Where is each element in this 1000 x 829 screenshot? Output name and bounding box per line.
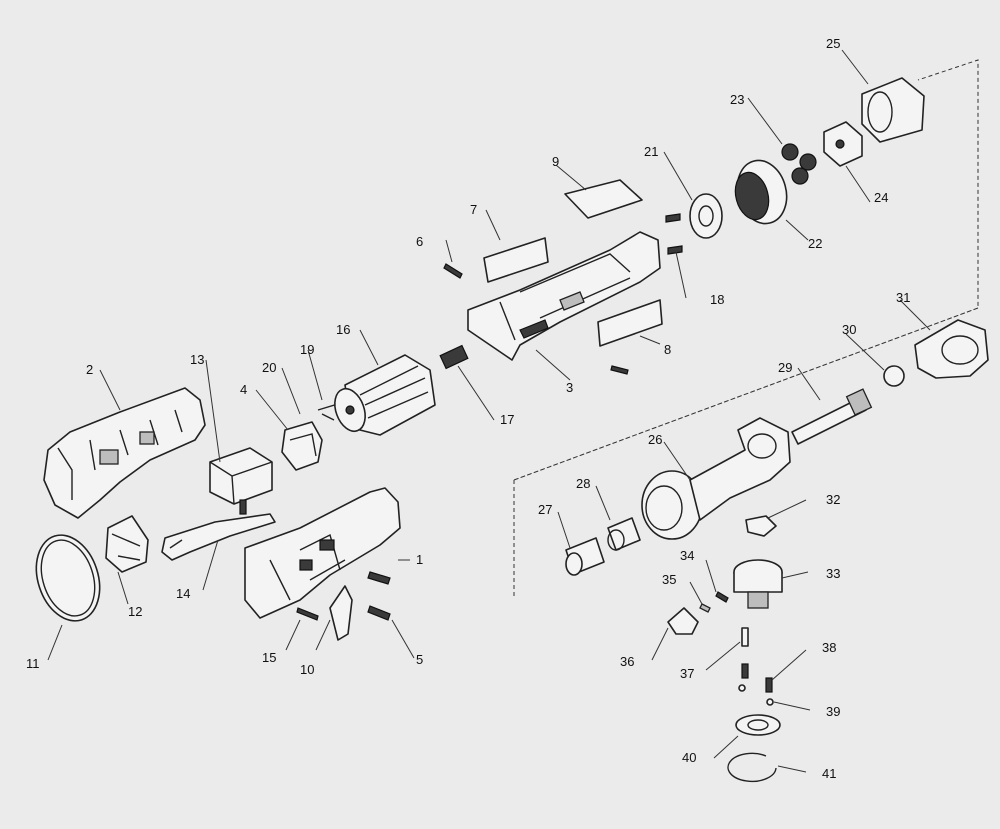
callout-9: 9	[552, 154, 559, 169]
callout-36: 36	[620, 654, 634, 669]
callout-10: 10	[300, 662, 314, 677]
part-12-bracket	[105, 515, 149, 573]
part-37-pin	[741, 627, 749, 647]
part-9-label	[564, 179, 643, 219]
part-39-ball	[738, 684, 746, 692]
callout-2: 2	[86, 362, 93, 377]
part-8-screw	[610, 365, 629, 375]
callout-8: 8	[664, 342, 671, 357]
callout-27: 27	[538, 502, 552, 517]
part-4-clip	[281, 421, 323, 471]
callout-23: 23	[730, 92, 744, 107]
callout-22: 22	[808, 236, 822, 251]
callout-33: 33	[826, 566, 840, 581]
part-38-spring	[741, 663, 749, 679]
callout-39: 39	[826, 704, 840, 719]
part-25-nut	[861, 77, 925, 143]
part-13-switch	[209, 447, 273, 515]
callout-5: 5	[416, 652, 423, 667]
part-27-bushing	[565, 537, 605, 576]
callout-37: 37	[680, 666, 694, 681]
callout-40: 40	[682, 750, 696, 765]
callout-13: 13	[190, 352, 204, 367]
part-41-snap-ring	[727, 752, 777, 783]
part-29-shaft	[791, 388, 873, 445]
leader-lines	[47, 49, 931, 773]
callout-29: 29	[778, 360, 792, 375]
callout-17: 17	[500, 412, 514, 427]
callout-30: 30	[842, 322, 856, 337]
callout-35: 35	[662, 572, 676, 587]
part-16-motor	[334, 354, 436, 436]
part-3-gear-housing	[467, 231, 661, 361]
part-34-spring	[715, 591, 729, 603]
callout-16: 16	[336, 322, 350, 337]
part-21-washer	[689, 193, 723, 239]
callout-1: 1	[416, 552, 423, 567]
part-1-front-housing	[244, 487, 401, 619]
part-33-anvil	[733, 559, 783, 609]
callout-34: 34	[680, 548, 694, 563]
callout-21: 21	[644, 144, 658, 159]
part-32-pawl	[745, 515, 777, 537]
assembly-boundary	[513, 59, 979, 598]
part-24-carrier	[823, 121, 863, 167]
part-30-nut	[883, 365, 905, 387]
part-31-yoke	[914, 319, 989, 379]
part-17-pinion	[439, 344, 469, 370]
callout-labels: 1 2 3 4 5 6 7 8 9 10 11 12 13 14 15 16 1…	[26, 36, 910, 781]
part-26-ratchet-head	[641, 417, 791, 540]
part-10-cover	[329, 585, 353, 641]
callout-12: 12	[128, 604, 142, 619]
part-23-planet-gears	[781, 143, 817, 185]
part-22-ring-gear	[734, 159, 788, 225]
callout-15: 15	[262, 650, 276, 665]
callout-19: 19	[300, 342, 314, 357]
callout-28: 28	[576, 476, 590, 491]
callout-24: 24	[874, 190, 888, 205]
part-8-label	[597, 299, 663, 347]
part-36-lever	[667, 607, 699, 635]
part-15-pin	[296, 607, 319, 621]
part-40-washer	[735, 714, 781, 736]
part-35-pin	[699, 603, 711, 613]
callout-26: 26	[648, 432, 662, 447]
callout-25: 25	[826, 36, 840, 51]
part-7-label	[483, 237, 549, 283]
callout-31: 31	[896, 290, 910, 305]
callout-41: 41	[822, 766, 836, 781]
callout-6: 6	[416, 234, 423, 249]
part-14-lever	[161, 513, 276, 561]
part-39-ball-2	[766, 698, 774, 706]
callout-18: 18	[710, 292, 724, 307]
part-2-rear-housing	[43, 387, 206, 519]
callout-14: 14	[176, 586, 190, 601]
part-28-bearing	[607, 517, 641, 551]
callout-3: 3	[566, 380, 573, 395]
part-38-spring-2	[765, 677, 773, 693]
part-11-ring	[35, 534, 101, 622]
part-18-screws	[665, 213, 683, 255]
callout-11: 11	[26, 656, 40, 671]
callout-38: 38	[822, 640, 836, 655]
part-6-screw	[443, 263, 463, 279]
callout-7: 7	[470, 202, 477, 217]
callout-32: 32	[826, 492, 840, 507]
callout-20: 20	[262, 360, 276, 375]
callout-4: 4	[240, 382, 247, 397]
part-5-screws	[367, 571, 391, 621]
